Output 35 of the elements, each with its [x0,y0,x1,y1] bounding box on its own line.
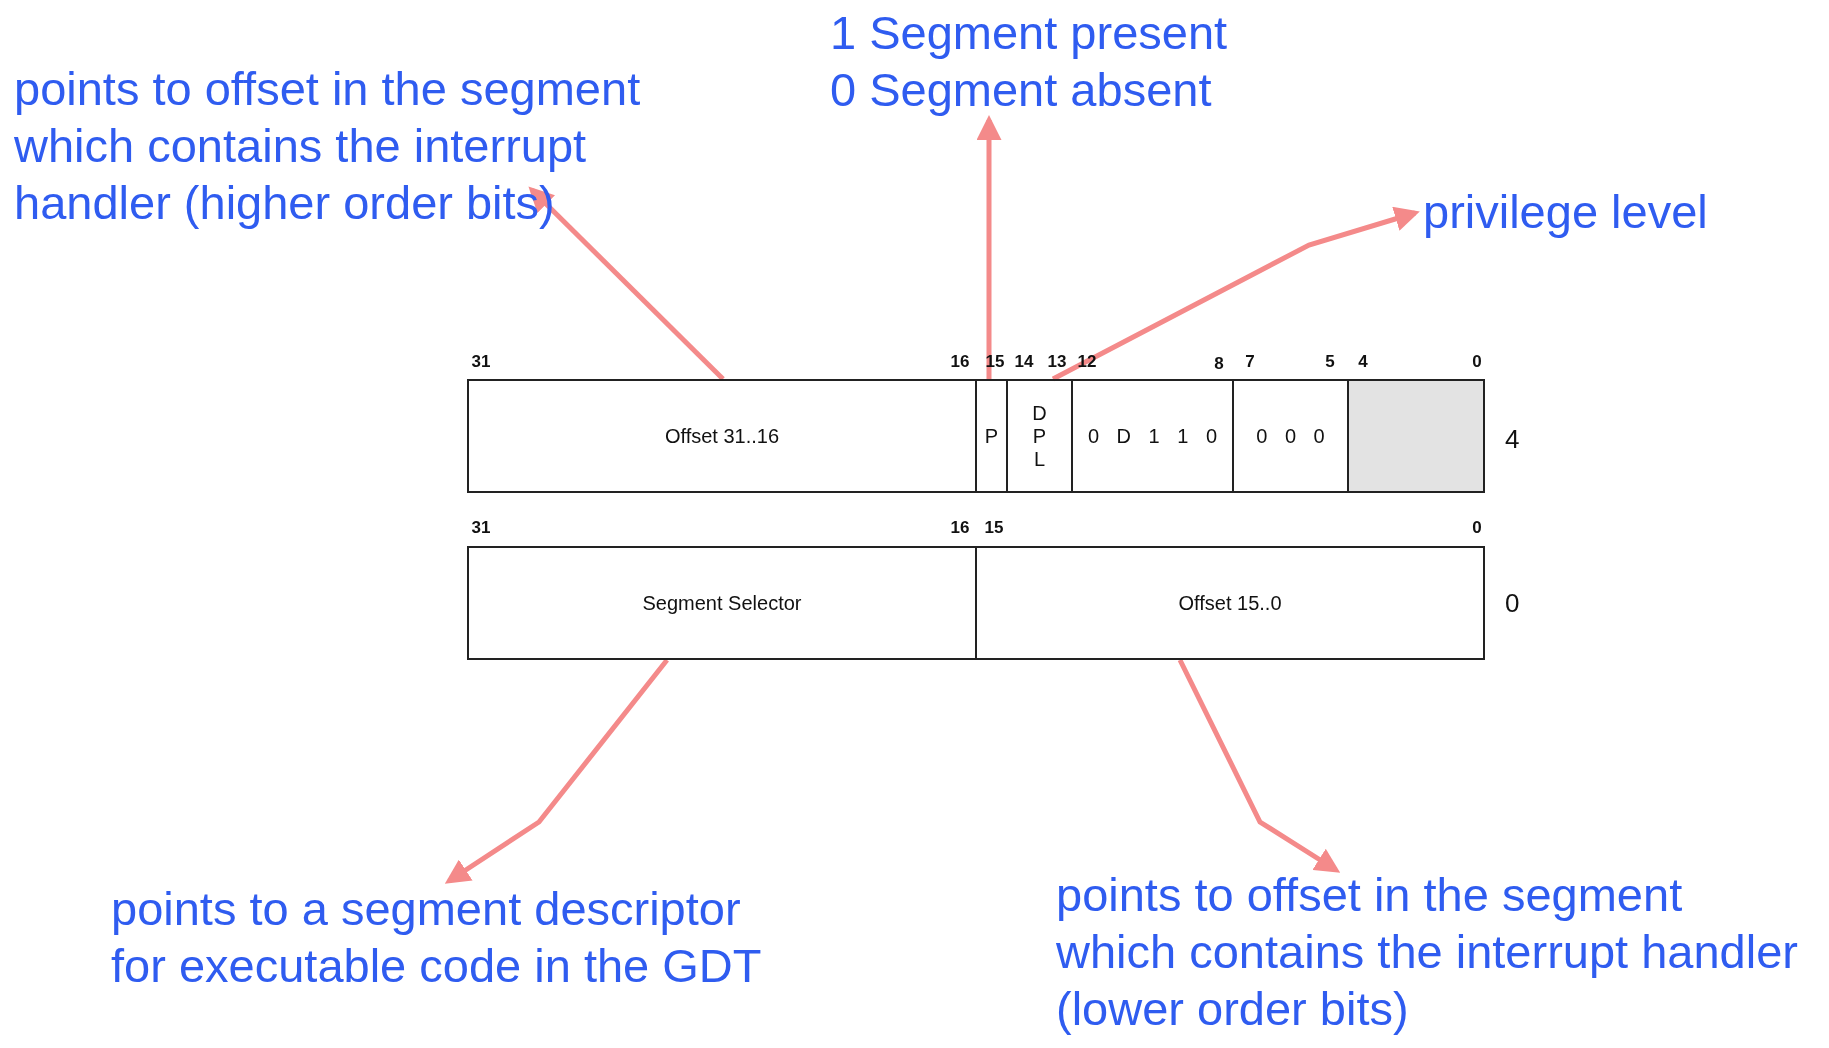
annotation-text: privilege level [1423,183,1803,240]
annotation-text: points to offset in the segment which contains the interrupt handler (lower order bits) [1056,866,1806,1037]
bit-number: 16 [950,352,970,372]
bit-number: 5 [1325,352,1335,372]
register-field: 0 D 1 1 0 [1071,379,1234,493]
bit-number: 13 [1047,352,1067,372]
bit-number: 7 [1245,352,1255,372]
register-field: Offset 31..16 [467,379,977,493]
bit-number: 8 [1214,354,1224,374]
bit-number: 14 [1014,352,1034,372]
register-field: P [975,379,1008,493]
bit-number: 31 [471,518,491,538]
bit-number: 12 [1077,352,1097,372]
bit-number: 15 [984,518,1004,538]
leader-arrow [976,115,1002,379]
leader-arrow [1051,206,1420,382]
leader-arrow [444,658,669,884]
register-field: Offset 15..0 [975,546,1485,660]
leader-arrow [1177,658,1341,873]
annotation-text: 1 Segment present [830,5,1229,61]
leader-arrow [528,186,725,381]
annotation-text: points to offset in the segment which contains the interrupt handler (higher order bits) [14,60,754,231]
annotation-text: points to a segment descriptor for executable code in the GDT [111,880,791,994]
annotation-text: 0 Segment absent [830,62,1213,118]
bit-number: 16 [950,518,970,538]
reserved-field [1347,379,1485,493]
register-field: Segment Selector [467,546,977,660]
register-field: D P L [1006,379,1073,493]
bit-number: 31 [471,352,491,372]
bit-number: 0 [1472,518,1482,538]
bit-number: 15 [985,352,1005,372]
bit-number: 4 [1358,352,1368,372]
bit-number: 0 [1472,352,1482,372]
byte-offset-label: 0 [1505,588,1520,619]
byte-offset-label: 4 [1505,424,1520,455]
